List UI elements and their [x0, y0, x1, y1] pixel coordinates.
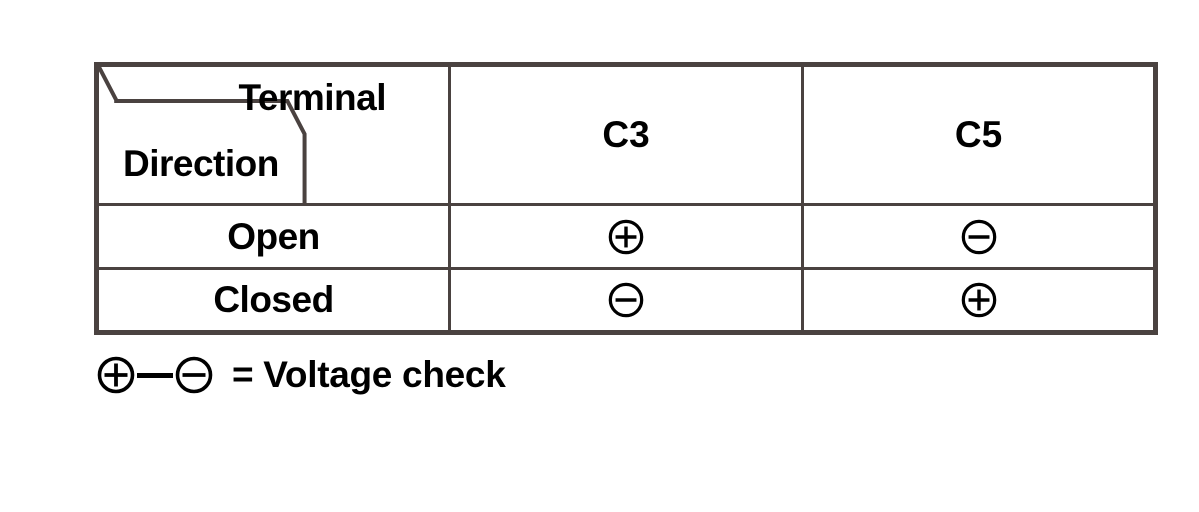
minus-circle-icon [174, 355, 214, 395]
column-header-c5: C5 [801, 63, 1157, 206]
cell-closed-c3 [448, 267, 804, 334]
minus-circle-icon [607, 281, 645, 319]
minus-circle-icon [960, 218, 998, 256]
plus-circle-icon [96, 355, 136, 395]
cell-open-c5 [801, 203, 1157, 270]
row-label-closed: Closed [95, 267, 451, 334]
plus-circle-icon [960, 281, 998, 319]
voltage-check-table-wrapper: Terminal Direction C3 C5 Open [94, 62, 1158, 335]
cell-closed-c5 [801, 267, 1157, 334]
table-row: Closed [95, 267, 1157, 334]
legend-text: = Voltage check [232, 354, 506, 395]
column-header-c3: C3 [448, 63, 804, 206]
table-header-row: Terminal Direction C3 C5 [96, 63, 1157, 206]
row-label-open: Open [95, 203, 451, 270]
axis-corner-cell: Terminal Direction [96, 64, 451, 206]
legend-connector-line [137, 372, 173, 378]
voltage-check-table: Terminal Direction C3 C5 Open [94, 62, 1158, 335]
row-axis-label: Direction [123, 143, 279, 184]
corner-inner: Terminal Direction [99, 67, 448, 203]
column-axis-label: Terminal [238, 77, 387, 118]
plus-circle-icon [607, 218, 645, 256]
cell-open-c3 [448, 203, 804, 270]
table-row: Open [95, 203, 1157, 270]
legend: = Voltage check [96, 352, 506, 398]
